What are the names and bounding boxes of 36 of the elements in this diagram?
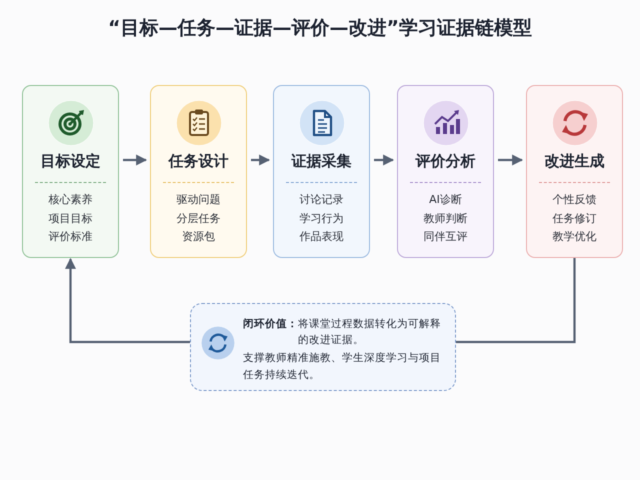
note-text: 支撑教师精准施教、学生深度学习与项目任务持续迭代。 — [243, 351, 442, 383]
stage-card — [273, 85, 370, 258]
stage-item: 任务修订 — [552, 210, 596, 226]
stage-item: 个性反馈 — [552, 192, 596, 207]
stage-title: 评价分析 — [416, 152, 476, 171]
stage-title: 目标设定 — [40, 152, 100, 171]
arrow — [65, 258, 190, 344]
stage-item: 评价标准 — [48, 229, 92, 244]
stage-item: 教师判断 — [424, 210, 468, 226]
stage-item: 核心素养 — [48, 192, 92, 207]
stage-card — [526, 85, 623, 258]
connector-line — [456, 258, 576, 344]
stage-title: 证据采集 — [292, 152, 352, 171]
stage-item: 项目目标 — [48, 210, 92, 226]
note-box — [190, 303, 456, 391]
arrow — [498, 154, 524, 166]
stage-title: 任务设计 — [168, 152, 228, 171]
arrow — [251, 154, 270, 166]
title: “目标—任务—证据—评价—改进”学习证据链模型 — [107, 16, 533, 41]
stage-card — [397, 85, 494, 258]
stage-item: 同伴互评 — [424, 229, 468, 244]
arrow — [123, 154, 148, 166]
arrow — [374, 154, 394, 166]
stage-item: 资源包 — [182, 229, 215, 244]
stage-item: 作品表现 — [300, 229, 344, 244]
stage-item: 学习行为 — [300, 210, 344, 226]
stage-card — [150, 85, 247, 258]
note-text: 将课堂过程数据转化为可解释的改进证据。 — [298, 317, 442, 348]
note-label: 闭环价值： — [243, 317, 298, 332]
stage-item: 教学优化 — [552, 229, 596, 244]
stage-item: AI诊断 — [429, 192, 462, 207]
stage-item: 讨论记录 — [300, 192, 344, 207]
stage-card — [22, 85, 119, 258]
stage-item: 分层任务 — [176, 210, 220, 226]
stage-title: 改进生成 — [544, 152, 604, 171]
stage-item: 驱动问题 — [176, 192, 220, 207]
